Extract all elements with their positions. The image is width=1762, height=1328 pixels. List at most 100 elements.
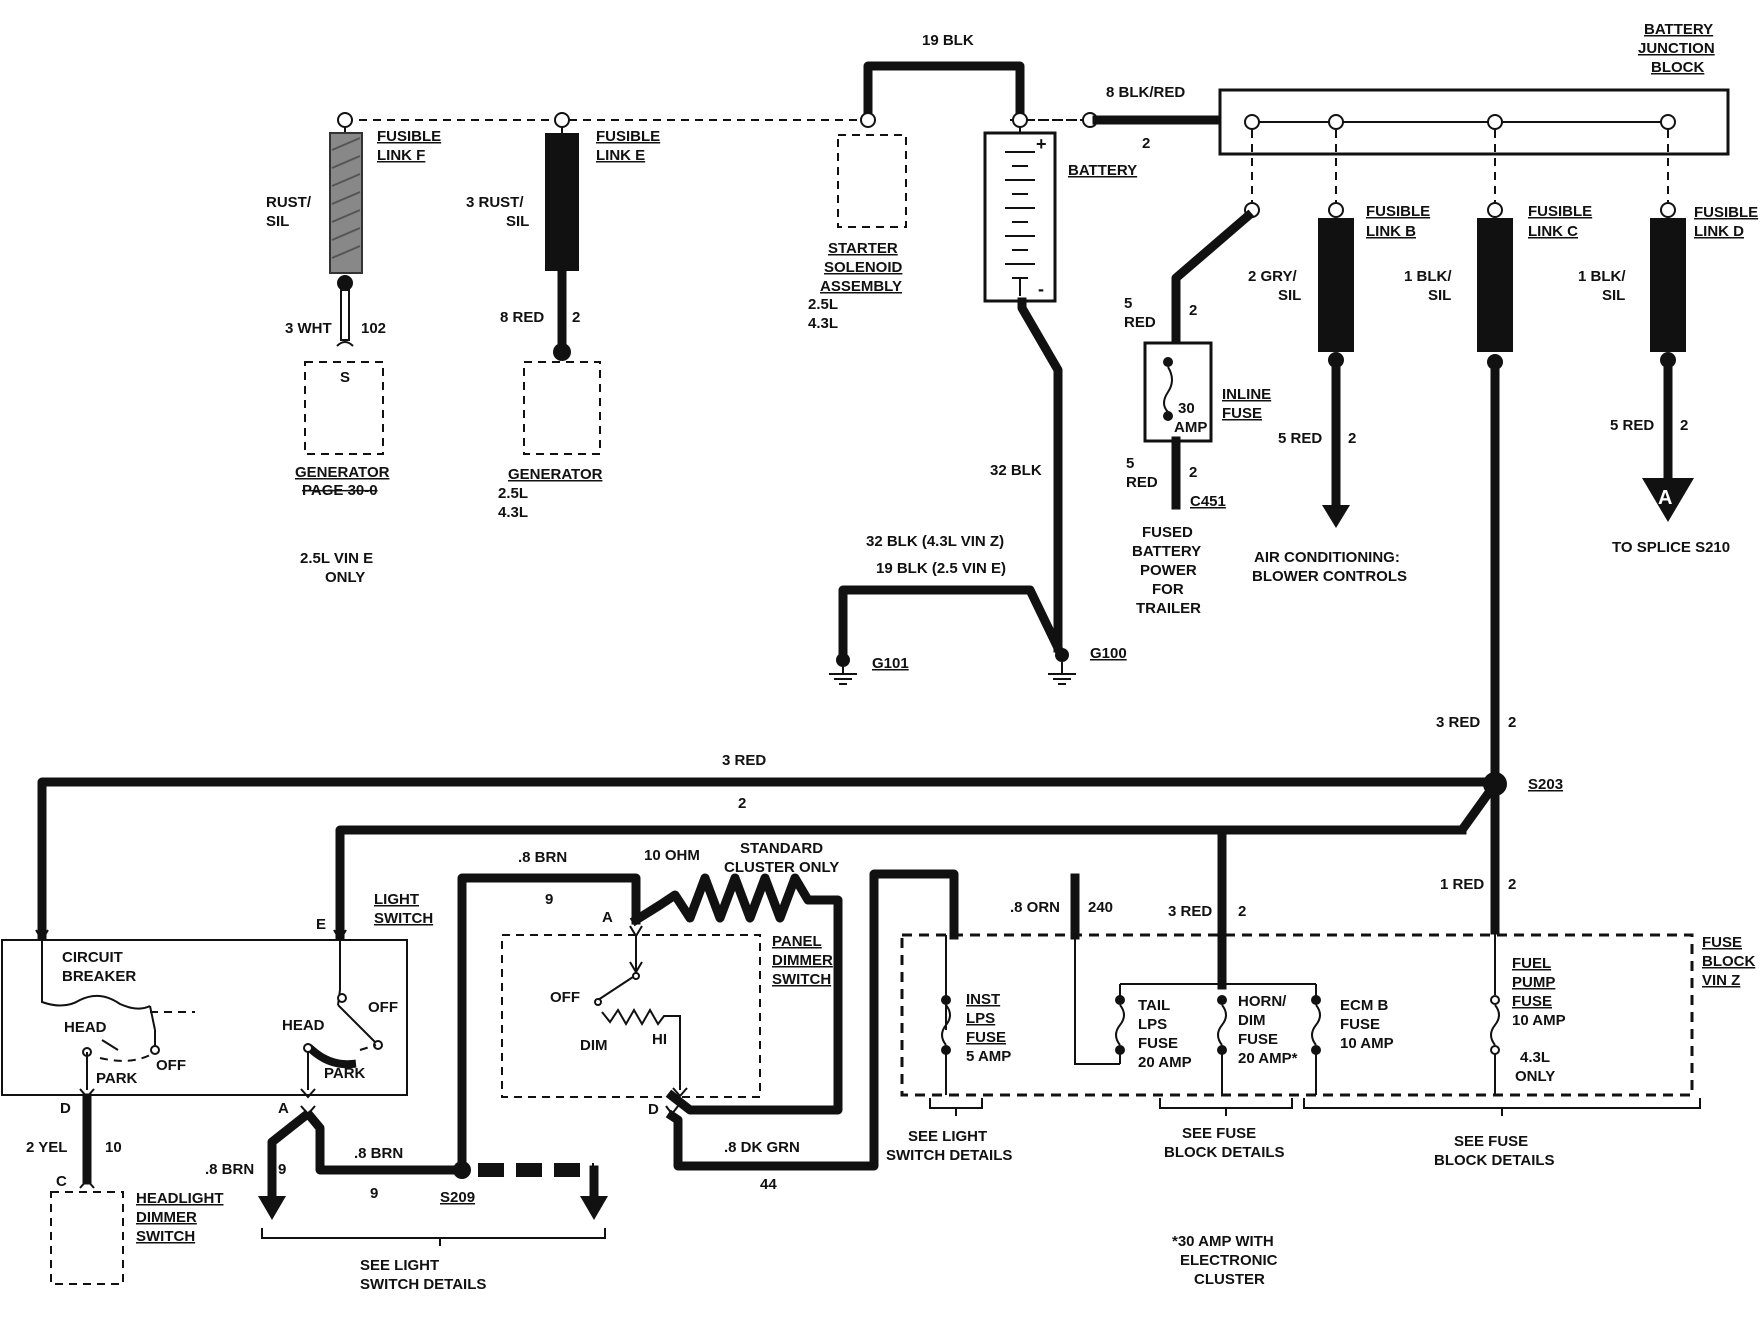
generator-2-label: GENERATOR	[508, 466, 603, 483]
splice-s203-bus: 3 RED S203 2 3 RED 2 1 RED 2	[35, 752, 1563, 990]
fuel-pump-label-3: FUSE	[1512, 993, 1552, 1010]
fusible-link-c-label-2: LINK C	[1528, 223, 1578, 240]
fuse-block-label-2: BLOCK	[1702, 953, 1755, 970]
battery	[983, 131, 1057, 303]
battery-circuit: + - BATTERY 8 BLK/RED 2 32 BLK	[983, 84, 1225, 653]
inline-fuse	[1143, 341, 1213, 443]
fusible-link-e-circuit: FUSIBLE LINK E 3 RUST/ SIL 8 RED 2 GENER…	[466, 112, 660, 521]
fusible-link-b	[1318, 218, 1354, 352]
wire-8red: 8 RED	[500, 309, 544, 326]
see-light-switch-b-1: SEE LIGHT	[908, 1128, 987, 1145]
inst-lps-label-1: INST	[966, 991, 1000, 1008]
wire-8brn-mid: .8 BRN	[354, 1145, 403, 1162]
see-fuse-block-1-line-1: SEE FUSE	[1182, 1125, 1256, 1142]
tail-lps-label-2: LPS	[1138, 1016, 1167, 1033]
fuse-horn-dim: HORN/ DIM FUSE 20 AMP*	[1217, 993, 1298, 1095]
starter-solenoid-label-1: STARTER	[828, 240, 898, 257]
see-light-switch-b-2: SWITCH DETAILS	[886, 1147, 1012, 1164]
dimmer-dim-label: DIM	[580, 1037, 608, 1054]
see-fuse-block-1-line-2: BLOCK DETAILS	[1164, 1144, 1285, 1161]
tail-lps-label-1: TAIL	[1138, 997, 1170, 1014]
light-switch-label-1: LIGHT	[374, 891, 419, 908]
vin-e-note-1: 2.5L VIN E	[300, 550, 373, 567]
splice-s209-label: S209	[440, 1189, 475, 1206]
wire-8brn-top: .8 BRN	[518, 849, 567, 866]
horn-dim-label-2: DIM	[1238, 1012, 1266, 1029]
standard-cluster-1: STANDARD	[740, 840, 823, 857]
to-splice-s210: TO SPLICE S210	[1612, 539, 1730, 556]
see-light-switch-2: SWITCH DETAILS	[360, 1276, 486, 1293]
wire-8brn-top-num: 9	[545, 891, 553, 908]
wire-5red-c: 5	[1126, 455, 1134, 472]
wire-5red-d: RED	[1126, 474, 1158, 491]
wire-3red-horn-num: 2	[1238, 903, 1246, 920]
wire-2yel: 2 YEL	[26, 1139, 67, 1156]
wire-8dkgrn: .8 DK GRN	[724, 1139, 800, 1156]
ac-label-1: AIR CONDITIONING:	[1254, 549, 1400, 566]
inline-fuse-label-2: FUSE	[1222, 405, 1262, 422]
fuse-block-label-1: FUSE	[1702, 934, 1742, 951]
fusible-link-e-label-2: LINK E	[596, 147, 645, 164]
circuit-breaker-label-2: BREAKER	[62, 968, 136, 985]
ecm-b-label-3: 10 AMP	[1340, 1035, 1394, 1052]
fused-battery-power-5: TRAILER	[1136, 600, 1201, 617]
light-switch-label-2: SWITCH	[374, 910, 433, 927]
wire-8orn-num: 240	[1088, 899, 1113, 916]
wire-1blk-sil-2: SIL	[1428, 287, 1451, 304]
pin-e: E	[316, 916, 326, 933]
fuel-pump-label-1: FUEL	[1512, 955, 1551, 972]
starter-solenoid-engine-2: 4.3L	[808, 315, 838, 332]
wire-3red-horn: 3 RED	[1168, 903, 1212, 920]
see-light-switch-1: SEE LIGHT	[360, 1257, 439, 1274]
junction-block-label-3: BLOCK	[1651, 59, 1704, 76]
wire-3rust-sil-2: SIL	[506, 213, 529, 230]
wire-rust-sil-2: SIL	[266, 213, 289, 230]
fuel-pump-label-2: PUMP	[1512, 974, 1555, 991]
vin-e-note-2: ONLY	[325, 569, 365, 586]
headlight-dimmer-label-2: DIMMER	[136, 1209, 197, 1226]
generator-2-engine-1: 2.5L	[498, 485, 528, 502]
inline-fuse-circuit: 5 RED 2 30 AMP INLINE FUSE 5 RED 2 C451 …	[1124, 130, 1271, 617]
fuse-inst-lps: INST LPS FUSE 5 AMP	[941, 935, 1011, 1095]
junction-block-label-2: JUNCTION	[1638, 40, 1715, 57]
wire-5red-s210: 5 RED	[1610, 417, 1654, 434]
fuse-fuel-pump: FUEL PUMP FUSE 10 AMP 4.3L ONLY	[1490, 930, 1566, 1095]
wire-5red-s210-num: 2	[1680, 417, 1688, 434]
fusible-link-d	[1650, 218, 1686, 352]
wire-5red-ac-num: 2	[1348, 430, 1356, 447]
generator-1-label: GENERATOR	[295, 464, 390, 481]
wire-2gry-sil-1: 2 GRY/	[1248, 268, 1297, 285]
head-label-left: HEAD	[64, 1019, 107, 1036]
pin-d-dimmer: D	[648, 1101, 659, 1118]
ac-label-2: BLOWER CONTROLS	[1252, 568, 1407, 585]
fusible-link-d-label-2: LINK D	[1694, 223, 1744, 240]
inst-lps-label-4: 5 AMP	[966, 1048, 1011, 1065]
dimmer-off-label: OFF	[550, 989, 580, 1006]
fuse-ecm-b: ECM B FUSE 10 AMP	[1311, 984, 1394, 1095]
headlight-dimmer-label-3: SWITCH	[136, 1228, 195, 1245]
battery-junction-block: BATTERY JUNCTION BLOCK	[1218, 21, 1730, 156]
off-label-right: OFF	[368, 999, 398, 1016]
park-label-right: PARK	[324, 1065, 366, 1082]
wire-1red-num: 2	[1508, 876, 1516, 893]
fusible-link-c-label-1: FUSIBLE	[1528, 203, 1592, 220]
wire-32blk-vinz: 32 BLK (4.3L VIN Z)	[866, 533, 1004, 550]
generator-2-engine-2: 4.3L	[498, 504, 528, 521]
fuse-block-label-3: VIN Z	[1702, 972, 1740, 989]
fuel-pump-label-4: 10 AMP	[1512, 1012, 1566, 1029]
battery-plus: +	[1036, 134, 1047, 154]
wire-8dkgrn-num: 44	[760, 1176, 777, 1193]
wire-1blk-sil-1: 1 BLK/	[1404, 268, 1452, 285]
horn-dim-label-3: FUSE	[1238, 1031, 1278, 1048]
wire-3red-bus: 3 RED	[722, 752, 766, 769]
ground-g100-symbol	[1048, 648, 1076, 685]
wire-19blk-vine: 19 BLK (2.5 VIN E)	[876, 560, 1006, 577]
head-label-right: HEAD	[282, 1017, 325, 1034]
horn-dim-label-1: HORN/	[1238, 993, 1287, 1010]
wire-8brn-left-num: 9	[278, 1161, 286, 1178]
wire-8orn: .8 ORN	[1010, 899, 1060, 916]
park-label-left: PARK	[96, 1070, 138, 1087]
headlight-dimmer-label-1: HEADLIGHT	[136, 1190, 224, 1207]
panel-dimmer-label-2: DIMMER	[772, 952, 833, 969]
fuse-block: FUSE BLOCK VIN Z INST LPS FUSE 5 AMP .8 …	[900, 873, 1755, 1097]
